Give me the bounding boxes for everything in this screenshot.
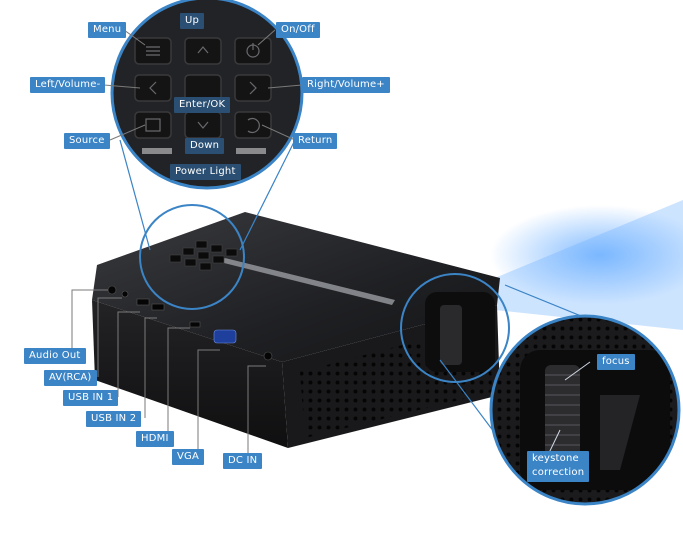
label-focus: focus bbox=[597, 354, 635, 370]
label-enter-ok: Enter/OK bbox=[174, 97, 231, 113]
label-hdmi: HDMI bbox=[136, 431, 174, 447]
label-dc-in: DC IN bbox=[223, 453, 263, 469]
label-return: Return bbox=[293, 133, 338, 149]
label-av-rca: AV(RCA) bbox=[44, 370, 97, 386]
projector-body bbox=[92, 212, 500, 448]
label-source: Source bbox=[64, 133, 110, 149]
label-right-volume-plus: Right/Volume+ bbox=[302, 77, 390, 93]
label-vga: VGA bbox=[172, 449, 205, 465]
lens-highlight-circle bbox=[400, 273, 510, 383]
label-keystone-line2: correction bbox=[532, 467, 585, 478]
label-keystone-correction: keystone correction bbox=[527, 451, 590, 482]
label-left-volume-minus: Left/Volume- bbox=[30, 77, 106, 93]
label-keystone-line1: keystone bbox=[532, 453, 579, 464]
lens-zoom bbox=[489, 314, 681, 506]
keypad-zoom bbox=[110, 0, 304, 190]
label-usb-in-1: USB IN 1 bbox=[63, 390, 119, 406]
label-menu: Menu bbox=[88, 22, 127, 38]
label-power-light: Power Light bbox=[170, 164, 241, 180]
keypad-highlight-circle bbox=[139, 204, 245, 310]
label-usb-in-2: USB IN 2 bbox=[86, 411, 142, 427]
label-down: Down bbox=[185, 138, 225, 154]
label-up: Up bbox=[180, 13, 205, 29]
keypad-leader-lines bbox=[103, 29, 303, 141]
port-leader-lines bbox=[71, 289, 266, 460]
label-on-off: On/Off bbox=[276, 22, 320, 38]
label-audio-out: Audio Out bbox=[24, 348, 86, 364]
light-beam bbox=[490, 200, 683, 330]
